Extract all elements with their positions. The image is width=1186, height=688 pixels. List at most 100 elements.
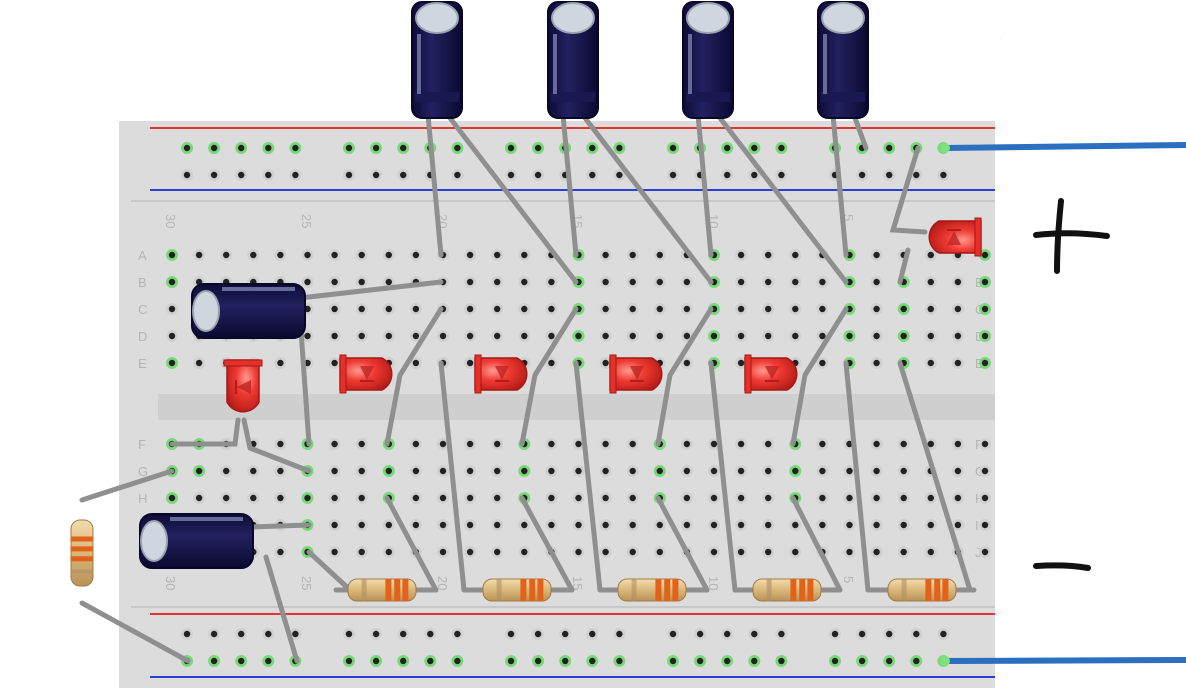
rail-hole: [721, 655, 734, 667]
rail-hole: [235, 628, 248, 640]
rail-hole: [775, 628, 788, 640]
hole: [626, 249, 639, 261]
jumper-wire: [247, 522, 312, 530]
hole: [735, 276, 748, 288]
hole: [409, 357, 422, 369]
led: [223, 359, 263, 413]
hole: [897, 519, 910, 531]
hole: [680, 357, 693, 369]
rail-hole: [883, 142, 896, 154]
hole: [572, 519, 585, 531]
row-letter: A: [138, 248, 147, 263]
row-letter: E: [138, 356, 147, 371]
row-letter: F: [138, 437, 146, 452]
hole: [843, 465, 856, 477]
row-letter: D: [138, 329, 147, 344]
hole: [491, 276, 504, 288]
hole: [437, 465, 449, 477]
rail-hole: [586, 169, 599, 181]
hole: [382, 330, 395, 342]
hole: [572, 546, 585, 558]
hole: [979, 519, 991, 531]
hole: [870, 519, 883, 531]
hole: [409, 330, 422, 342]
hole: [653, 546, 666, 558]
rail-hole: [424, 628, 437, 640]
hole: [951, 276, 964, 288]
jumper-wire: [852, 115, 869, 151]
rail-hole: [667, 655, 679, 667]
jumper-wire: [582, 115, 714, 285]
rail-hole: [289, 169, 302, 181]
hole: [843, 519, 856, 531]
rail-hole: [451, 142, 464, 154]
hole: [789, 330, 802, 342]
hole: [951, 303, 964, 315]
hole: [301, 330, 314, 342]
resistor: [347, 578, 417, 602]
led: [744, 354, 798, 394]
rail-hole: [829, 628, 841, 640]
hole: [735, 519, 748, 531]
hole: [464, 357, 477, 369]
hole: [274, 249, 287, 261]
hole: [382, 303, 395, 315]
hole: [762, 276, 775, 288]
hole: [979, 465, 991, 477]
jumper-wire: [717, 115, 849, 285]
hole: [382, 519, 395, 531]
rail-hole: [748, 628, 761, 640]
hole: [545, 465, 558, 477]
hole: [789, 465, 802, 477]
column-number: 15: [570, 576, 585, 590]
hole: [491, 303, 504, 315]
electrolytic-capacitor: [411, 1, 463, 119]
hole: [193, 465, 206, 477]
negative-lead: [944, 657, 1186, 664]
hole: [951, 519, 964, 531]
hole: [545, 303, 558, 315]
hole: [816, 303, 829, 315]
electrolytic-capacitor: [191, 283, 306, 339]
negative-sign: −: [1000, 39, 1091, 571]
hole: [897, 330, 910, 342]
hole: [382, 546, 395, 558]
jumper-wire: [79, 600, 191, 664]
hole: [843, 330, 856, 342]
hole: [328, 438, 341, 450]
jumper-wire: [655, 306, 714, 447]
rail-hole: [532, 142, 545, 154]
hole: [653, 276, 666, 288]
hole: [789, 303, 802, 315]
rail-hole: [397, 142, 410, 154]
jumper-wire: [573, 360, 603, 593]
row-letter: G: [138, 464, 148, 479]
hole: [599, 519, 612, 531]
hole: [355, 492, 368, 504]
jumper-wire: [297, 313, 312, 447]
center-channel: [158, 394, 995, 420]
rail-hole: [856, 655, 869, 667]
hole: [708, 519, 720, 531]
hole: [328, 330, 341, 342]
hole: [951, 492, 964, 504]
hole: [193, 249, 206, 261]
hole: [382, 465, 395, 477]
hole: [328, 519, 341, 531]
hole: [924, 276, 937, 288]
hole: [626, 519, 639, 531]
hole: [274, 492, 287, 504]
hole: [816, 492, 829, 504]
hole: [464, 465, 477, 477]
row-letter: H: [138, 491, 147, 506]
hole: [735, 249, 748, 261]
rail-hole: [397, 169, 410, 181]
hole: [572, 492, 585, 504]
rail-hole: [586, 142, 599, 154]
hole: [762, 492, 775, 504]
hole: [599, 465, 612, 477]
rail-hole: [397, 628, 410, 640]
jumper-wire: [425, 112, 444, 258]
electrolytic-capacitor: [682, 1, 734, 119]
